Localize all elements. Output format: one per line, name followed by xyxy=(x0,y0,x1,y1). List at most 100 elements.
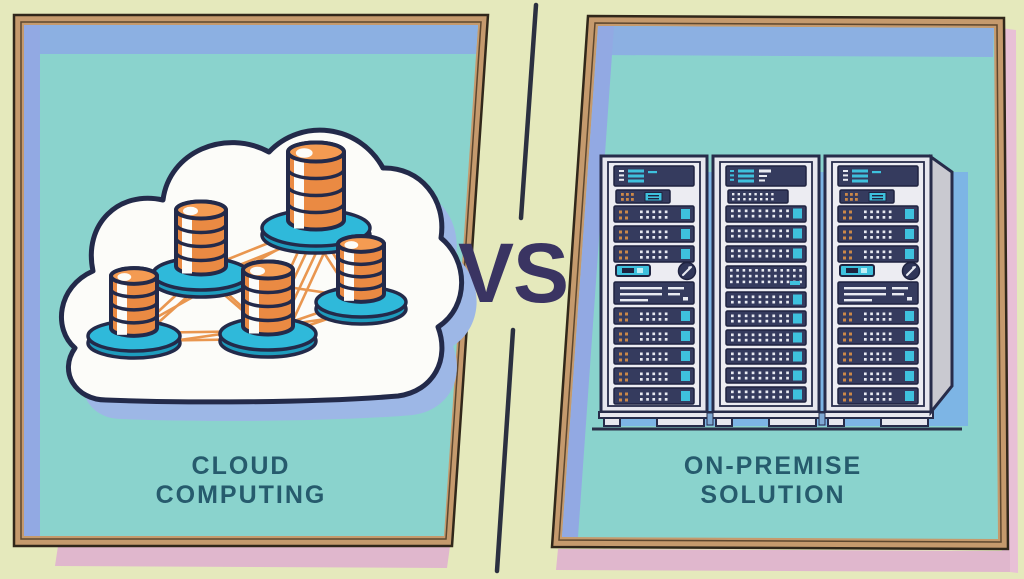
led-dot xyxy=(744,357,748,361)
led-dot xyxy=(751,254,755,258)
cylinder-separator xyxy=(336,281,386,292)
vent-line xyxy=(620,287,662,290)
led-dot xyxy=(786,234,789,238)
vent-line xyxy=(620,293,662,296)
led-dot xyxy=(619,250,622,254)
led-dot xyxy=(751,376,755,380)
led-dot xyxy=(751,338,755,342)
led-dot xyxy=(744,338,748,342)
database-node xyxy=(314,234,408,326)
led-dot xyxy=(646,352,649,356)
server-unit xyxy=(837,205,919,223)
led-dot xyxy=(843,358,846,362)
led-dot xyxy=(758,254,762,258)
led-dot xyxy=(751,319,755,323)
server-unit xyxy=(613,327,695,345)
right-panel-frame-inner-line xyxy=(558,22,1002,543)
cylinder-separator xyxy=(241,283,295,295)
led-dot xyxy=(731,295,734,299)
led-dot xyxy=(779,234,782,238)
led-dot xyxy=(758,214,762,218)
teal-indicator xyxy=(905,351,914,361)
led-dot xyxy=(864,378,867,381)
led-dot xyxy=(758,314,762,318)
led-dot xyxy=(744,295,748,299)
led-dot xyxy=(772,371,776,375)
led-dot xyxy=(652,210,656,214)
led-dot xyxy=(793,269,796,272)
led-dot xyxy=(870,216,873,219)
led-dot xyxy=(658,312,662,316)
led-dot xyxy=(850,198,853,201)
led-dot xyxy=(640,372,643,376)
vent-line xyxy=(620,299,648,302)
led-dot xyxy=(849,372,852,376)
led-dot xyxy=(758,338,762,342)
led-dot xyxy=(864,372,867,376)
server-unit xyxy=(837,165,919,187)
led-dot xyxy=(664,250,668,254)
led-dot xyxy=(737,338,741,342)
led-dot xyxy=(646,398,649,401)
left-panel-top-band xyxy=(24,25,478,54)
led-dot xyxy=(864,256,867,259)
led-dot xyxy=(664,312,668,316)
led-dot xyxy=(640,378,643,381)
led-dot xyxy=(652,358,656,361)
led-dot xyxy=(658,338,662,341)
led-dot xyxy=(731,254,734,258)
led-dot xyxy=(761,280,765,284)
led-dot xyxy=(849,352,852,356)
led-dot xyxy=(882,256,886,259)
led-dot xyxy=(888,338,892,341)
led-dot xyxy=(751,395,755,399)
led-dot xyxy=(772,319,776,323)
led-dot xyxy=(888,256,892,259)
led-dot xyxy=(619,392,622,396)
led-dot xyxy=(640,216,643,219)
led-dot xyxy=(772,229,776,233)
led-dot xyxy=(876,230,880,234)
led-dot xyxy=(646,210,649,214)
led-dot xyxy=(786,338,789,342)
led-dot xyxy=(779,390,782,394)
led-dot xyxy=(771,198,774,201)
cylinder-top-highlight xyxy=(250,266,265,276)
teal-indicator xyxy=(905,331,914,341)
database-node xyxy=(151,199,251,299)
led-dot xyxy=(625,392,628,396)
cylinder-separator xyxy=(174,223,228,235)
led-dot xyxy=(751,234,755,238)
led-dot xyxy=(751,357,755,361)
led-dot xyxy=(743,193,746,196)
led-dot xyxy=(626,193,629,196)
led-dot xyxy=(786,214,789,218)
led-dot xyxy=(876,352,880,356)
led-dot xyxy=(849,398,852,402)
teal-indicator xyxy=(793,313,802,324)
led-dot xyxy=(888,372,892,376)
led-dot xyxy=(619,210,622,214)
led-dot xyxy=(772,338,776,342)
led-dot xyxy=(761,274,765,278)
led-dot xyxy=(870,378,873,381)
led-dot xyxy=(730,269,733,272)
led-dot xyxy=(882,338,886,341)
vs-label: VS xyxy=(458,226,568,320)
led-dot xyxy=(780,274,783,278)
led-dot xyxy=(744,333,748,337)
led-dot xyxy=(742,274,746,278)
teal-indicator xyxy=(681,229,690,239)
led-dot xyxy=(619,318,622,322)
led-dot xyxy=(843,230,846,234)
led-dot xyxy=(786,319,789,323)
teal-indicator xyxy=(793,294,802,305)
led-dot xyxy=(888,332,892,336)
led-dot xyxy=(888,352,892,356)
led-dot xyxy=(888,250,892,254)
right-caption-line1: ON-PREMISE xyxy=(684,452,862,480)
led-dot xyxy=(625,250,628,254)
led-dot xyxy=(646,378,649,381)
led-dot xyxy=(888,236,892,239)
